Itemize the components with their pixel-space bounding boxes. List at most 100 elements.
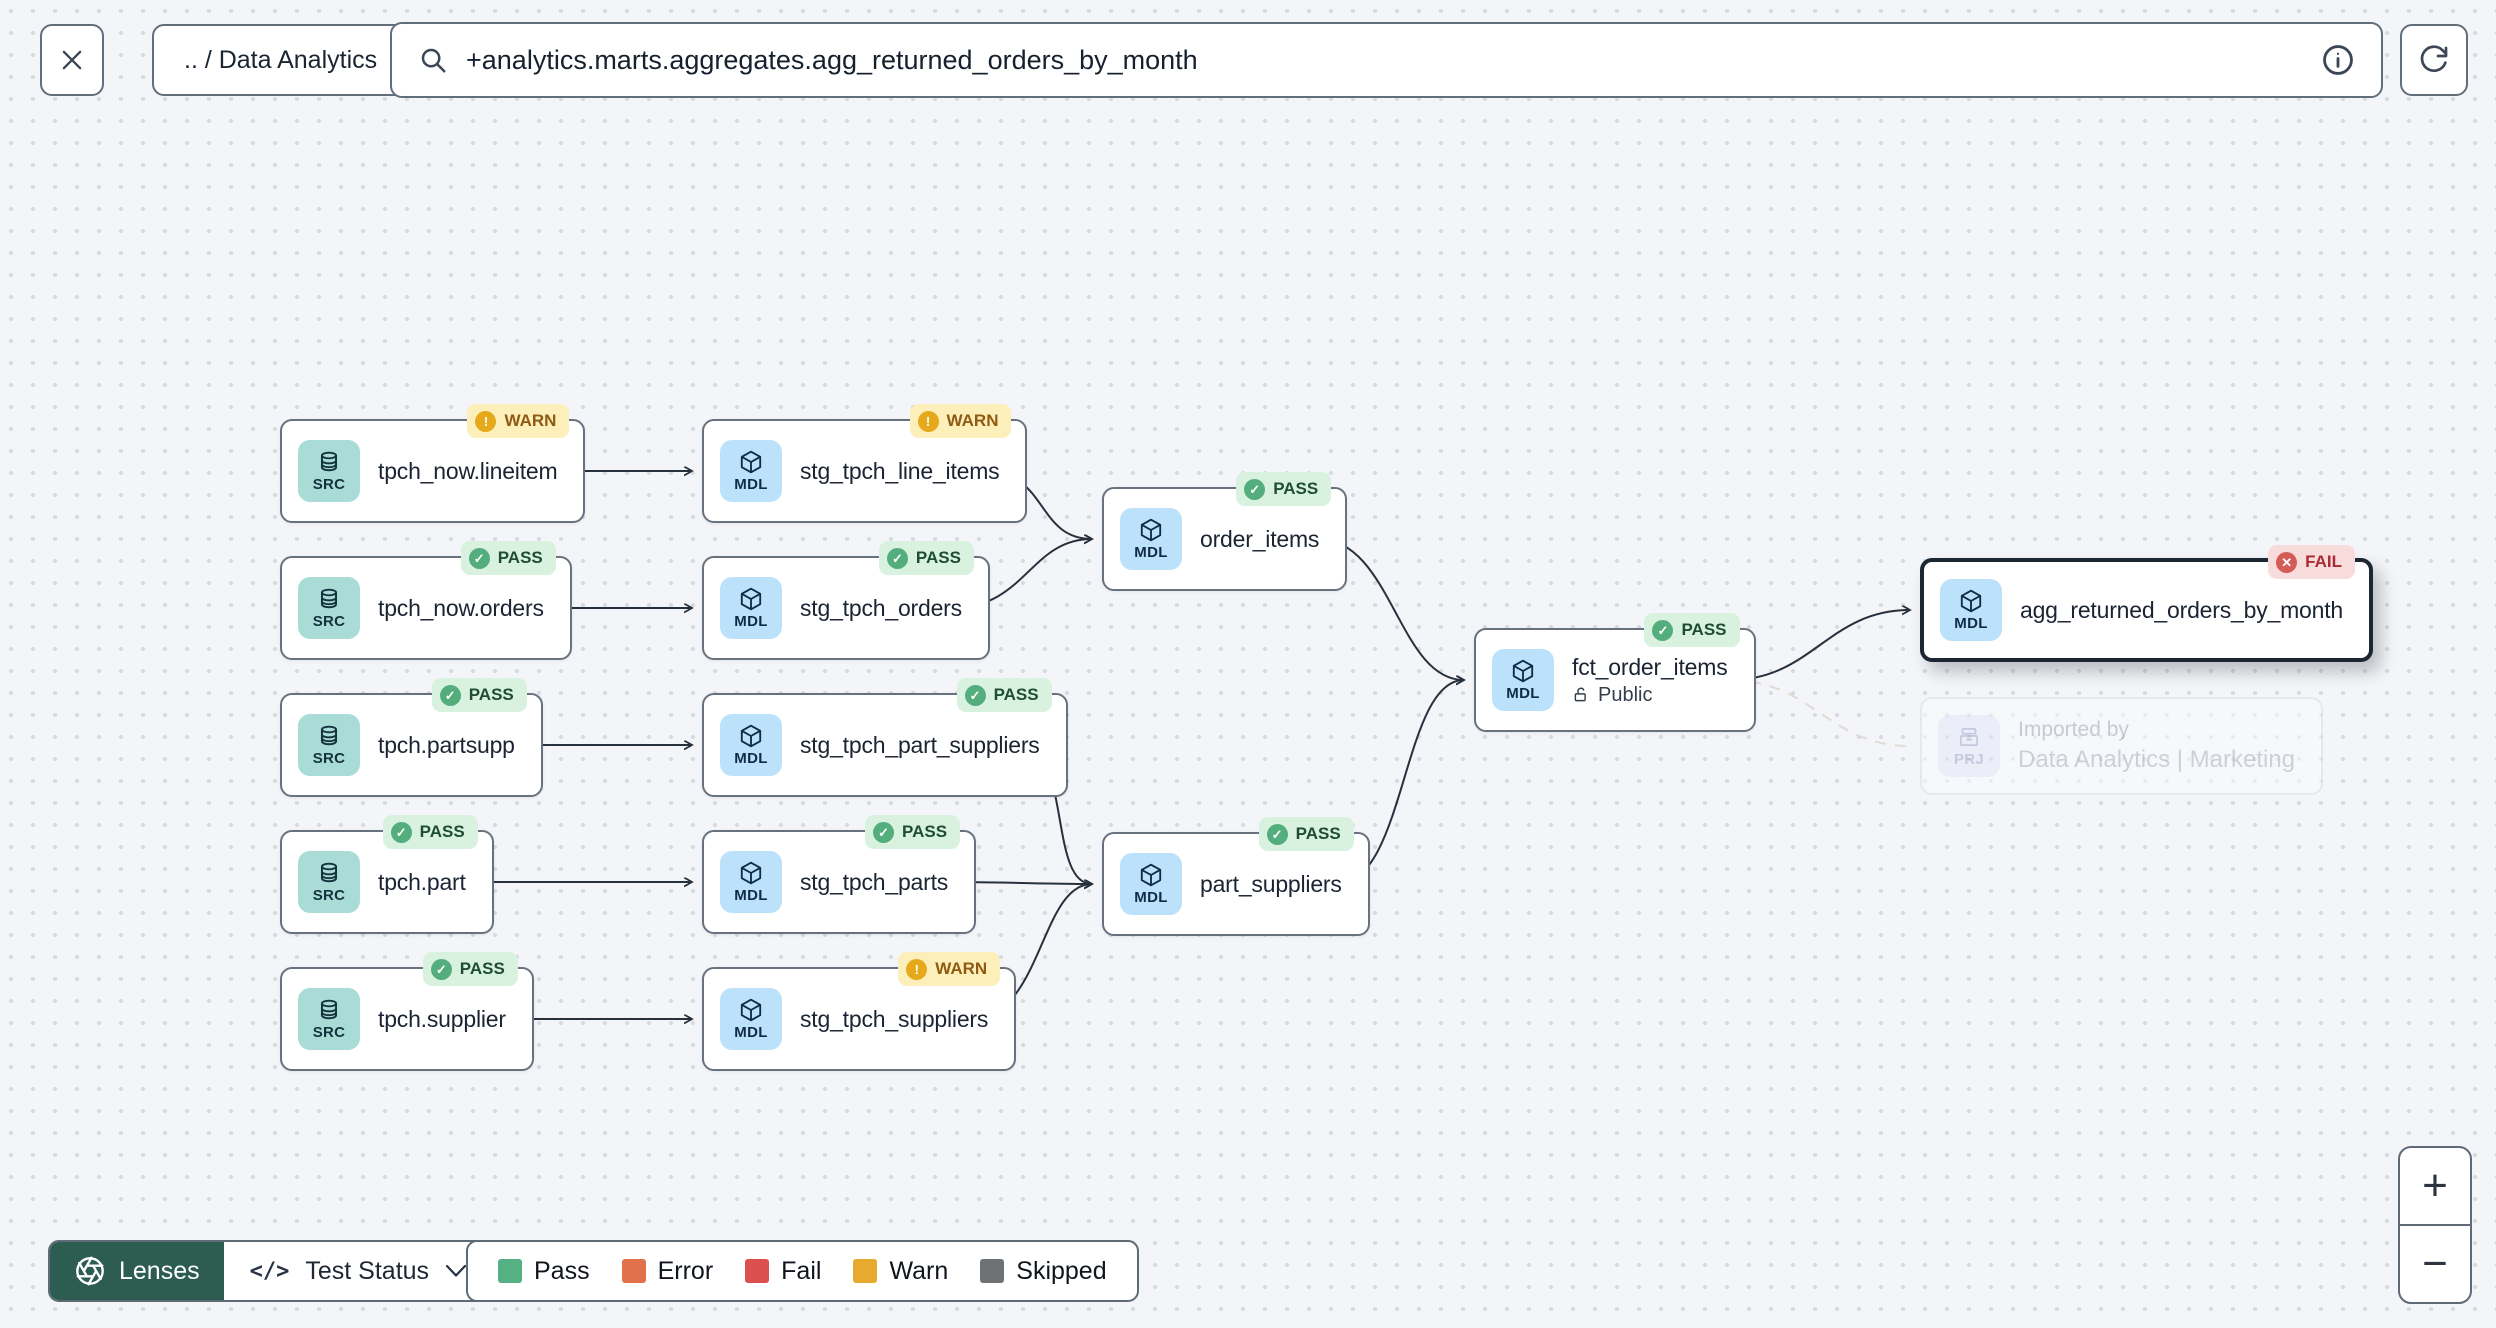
- database-icon: [320, 588, 338, 609]
- node-label: order_items: [1200, 525, 1320, 552]
- lens-selector-label: Test Status: [305, 1256, 430, 1285]
- legend-item-pass: Pass: [498, 1257, 590, 1286]
- model-type-chip: MDL: [1120, 508, 1182, 570]
- graph-node-stg-tpch-part-suppliers[interactable]: ✓ PASS MDL stg_tpch_part_suppliers: [702, 678, 1068, 797]
- status-badge: ✓ PASS: [460, 541, 556, 575]
- status-badge: ! WARN: [467, 404, 570, 438]
- cube-icon: [1512, 659, 1534, 683]
- status-badge: ✓ PASS: [865, 815, 961, 849]
- model-type-chip: MDL: [720, 577, 782, 639]
- source-type-chip: SRC: [298, 988, 360, 1050]
- model-type-chip: MDL: [1940, 579, 2002, 641]
- lock-open-icon: [1574, 687, 1586, 702]
- refresh-icon: [2420, 45, 2448, 73]
- pass-icon: ✓: [439, 684, 461, 706]
- node-label: stg_tpch_orders: [800, 594, 962, 621]
- cube-icon: [740, 861, 762, 885]
- database-icon: [320, 725, 338, 746]
- imported-by-caption: Imported by: [2018, 718, 2129, 741]
- lenses-button[interactable]: Lenses: [50, 1242, 224, 1300]
- node-label: tpch.part: [378, 868, 466, 895]
- legend-item-skipped: Skipped: [980, 1257, 1107, 1286]
- lenses-label: Lenses: [119, 1256, 200, 1285]
- search-icon: [421, 48, 446, 73]
- pass-icon: ✓: [1652, 619, 1674, 641]
- legend-item-error: Error: [621, 1257, 713, 1286]
- search-bar: [390, 22, 2383, 98]
- node-label: tpch_now.lineitem: [378, 457, 558, 484]
- graph-node-part-suppliers[interactable]: ✓ PASS MDL part_suppliers: [1102, 817, 1370, 936]
- graph-node-imported-by-project[interactable]: PRJ Imported by Data Analytics | Marketi…: [1920, 697, 2324, 795]
- node-label: stg_tpch_line_items: [800, 457, 1000, 484]
- warn-icon: !: [906, 958, 928, 980]
- graph-node-agg-returned-orders-by-month[interactable]: ✕ FAIL MDL agg_returned_orders_by_month: [1920, 545, 2374, 662]
- breadcrumb[interactable]: .. / Data Analytics: [152, 24, 410, 96]
- graph-node-fct-order-items[interactable]: ✓ PASS MDL fct_order_items Public: [1474, 613, 1756, 732]
- cube-icon: [740, 587, 762, 611]
- graph-node-order-items[interactable]: ✓ PASS MDL order_items: [1102, 472, 1348, 591]
- node-label: agg_returned_orders_by_month: [2020, 596, 2344, 623]
- status-badge: ✓ PASS: [878, 541, 974, 575]
- node-label: stg_tpch_suppliers: [800, 1005, 989, 1032]
- status-badge: ✓ PASS: [1258, 817, 1354, 851]
- graph-node-stg-tpch-line-items[interactable]: ! WARN MDL stg_tpch_line_items: [702, 404, 1028, 523]
- source-type-chip: SRC: [298, 577, 360, 639]
- pass-icon: ✓: [1266, 823, 1288, 845]
- pass-icon: ✓: [964, 684, 986, 706]
- graph-node-stg-tpch-orders[interactable]: ✓ PASS MDL stg_tpch_orders: [702, 541, 990, 660]
- status-badge: ✓ PASS: [956, 678, 1052, 712]
- status-badge: ✓ PASS: [422, 952, 518, 986]
- pass-icon: ✓: [468, 547, 490, 569]
- lens-control: Lenses </> Test Status: [48, 1240, 496, 1302]
- zoom-in-button[interactable]: +: [2400, 1148, 2470, 1224]
- node-label: tpch_now.orders: [378, 594, 544, 621]
- source-type-chip: SRC: [298, 851, 360, 913]
- graph-node-tpch-now-orders[interactable]: ✓ PASS SRC tpch_now.orders: [280, 541, 572, 660]
- model-type-chip: MDL: [720, 851, 782, 913]
- pass-icon: ✓: [390, 821, 412, 843]
- database-icon: [320, 451, 338, 472]
- error-swatch: [621, 1259, 646, 1283]
- graph-node-tpch-supplier[interactable]: ✓ PASS SRC tpch.supplier: [280, 952, 534, 1071]
- fail-icon: ✕: [2276, 551, 2298, 573]
- imported-by-project-name: Data Analytics | Marketing: [2018, 746, 2296, 773]
- close-button[interactable]: [40, 24, 104, 96]
- close-icon: [62, 50, 82, 70]
- node-label: stg_tpch_parts: [800, 868, 949, 895]
- refresh-button[interactable]: [2400, 24, 2468, 96]
- cube-icon: [740, 998, 762, 1022]
- warn-icon: !: [475, 410, 497, 432]
- database-icon: [320, 862, 338, 883]
- pass-icon: ✓: [430, 958, 452, 980]
- legend-item-warn: Warn: [853, 1257, 948, 1286]
- skipped-swatch: [980, 1259, 1005, 1283]
- status-badge: ✓ PASS: [382, 815, 478, 849]
- node-label: stg_tpch_part_suppliers: [800, 731, 1040, 758]
- graph-node-stg-tpch-parts[interactable]: ✓ PASS MDL stg_tpch_parts: [702, 815, 977, 934]
- aperture-icon: [76, 1256, 104, 1286]
- status-badge: ✕ FAIL: [2268, 545, 2356, 579]
- model-type-chip: MDL: [1120, 853, 1182, 915]
- legend-item-fail: Fail: [745, 1257, 821, 1286]
- breadcrumb-label: .. / Data Analytics: [184, 45, 378, 74]
- graph-node-tpch-now-lineitem[interactable]: ! WARN SRC tpch_now.lineitem: [280, 404, 586, 523]
- archive-icon: [1959, 727, 1979, 747]
- status-badge: ✓ PASS: [1644, 613, 1740, 647]
- access-level: Public: [1572, 684, 1728, 707]
- node-label: part_suppliers: [1200, 870, 1342, 897]
- source-type-chip: SRC: [298, 440, 360, 502]
- info-icon[interactable]: [2321, 43, 2355, 77]
- zoom-out-button[interactable]: −: [2400, 1224, 2470, 1302]
- lens-selector-test-status[interactable]: </> Test Status: [223, 1242, 494, 1300]
- pass-icon: ✓: [873, 821, 895, 843]
- warn-swatch: [853, 1259, 878, 1283]
- status-badge: ! WARN: [909, 404, 1012, 438]
- graph-node-tpch-partsupp[interactable]: ✓ PASS SRC tpch.partsupp: [280, 678, 543, 797]
- cube-icon: [1140, 863, 1162, 887]
- cube-icon: [740, 450, 762, 474]
- graph-node-tpch-part[interactable]: ✓ PASS SRC tpch.part: [280, 815, 494, 934]
- test-status-legend: Pass Error Fail Warn Skipped: [466, 1240, 1139, 1302]
- fail-swatch: [745, 1259, 770, 1283]
- graph-node-stg-tpch-suppliers[interactable]: ! WARN MDL stg_tpch_suppliers: [702, 952, 1017, 1071]
- search-input[interactable]: [466, 44, 2303, 76]
